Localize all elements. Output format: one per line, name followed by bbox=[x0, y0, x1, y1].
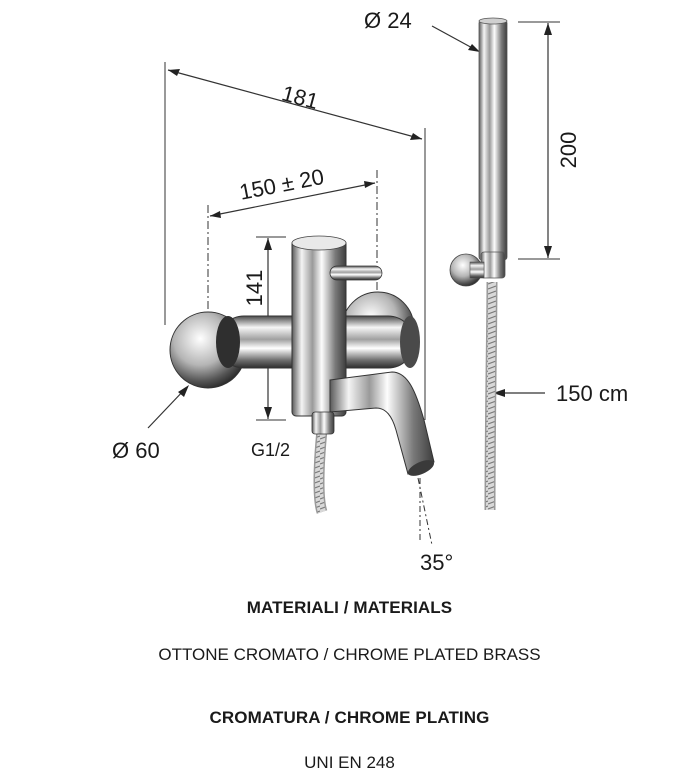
label-overall-width: 181 bbox=[279, 80, 321, 114]
label-body-height: 141 bbox=[242, 270, 267, 307]
dimension-hose-length: 150 cm bbox=[493, 381, 628, 406]
label-centres: 150 ± 20 bbox=[237, 164, 326, 205]
label-hose-length: 150 cm bbox=[556, 381, 628, 406]
wall-bracket bbox=[449, 253, 485, 287]
dimension-shower-diameter: Ø 24 bbox=[364, 8, 480, 52]
label-rosette-diameter: Ø 60 bbox=[112, 438, 160, 463]
label-spout-angle: 35° bbox=[420, 550, 453, 575]
dimension-spout-angle: 35° bbox=[417, 477, 453, 575]
materials-heading: MATERIALI / MATERIALS bbox=[246, 598, 453, 617]
materials-value: OTTONE CROMATO / CHROME PLATED BRASS bbox=[158, 645, 541, 664]
label-shower-diameter: Ø 24 bbox=[364, 8, 412, 33]
hand-shower bbox=[478, 17, 508, 279]
dimension-shower-height: 200 bbox=[518, 21, 581, 260]
plating-heading: CROMATURA / CHROME PLATING bbox=[209, 708, 490, 727]
mixer-body bbox=[169, 235, 435, 476]
dimension-body-height: 141 bbox=[242, 236, 286, 421]
technical-drawing: 181 150 ± 20 141 200 Ø 24 Ø 60 bbox=[112, 8, 628, 575]
label-shower-height: 200 bbox=[556, 132, 581, 169]
dimension-rosette-diameter: Ø 60 bbox=[112, 385, 189, 463]
label-connection: G1/2 bbox=[251, 440, 290, 460]
plating-value: UNI EN 248 bbox=[304, 753, 395, 772]
